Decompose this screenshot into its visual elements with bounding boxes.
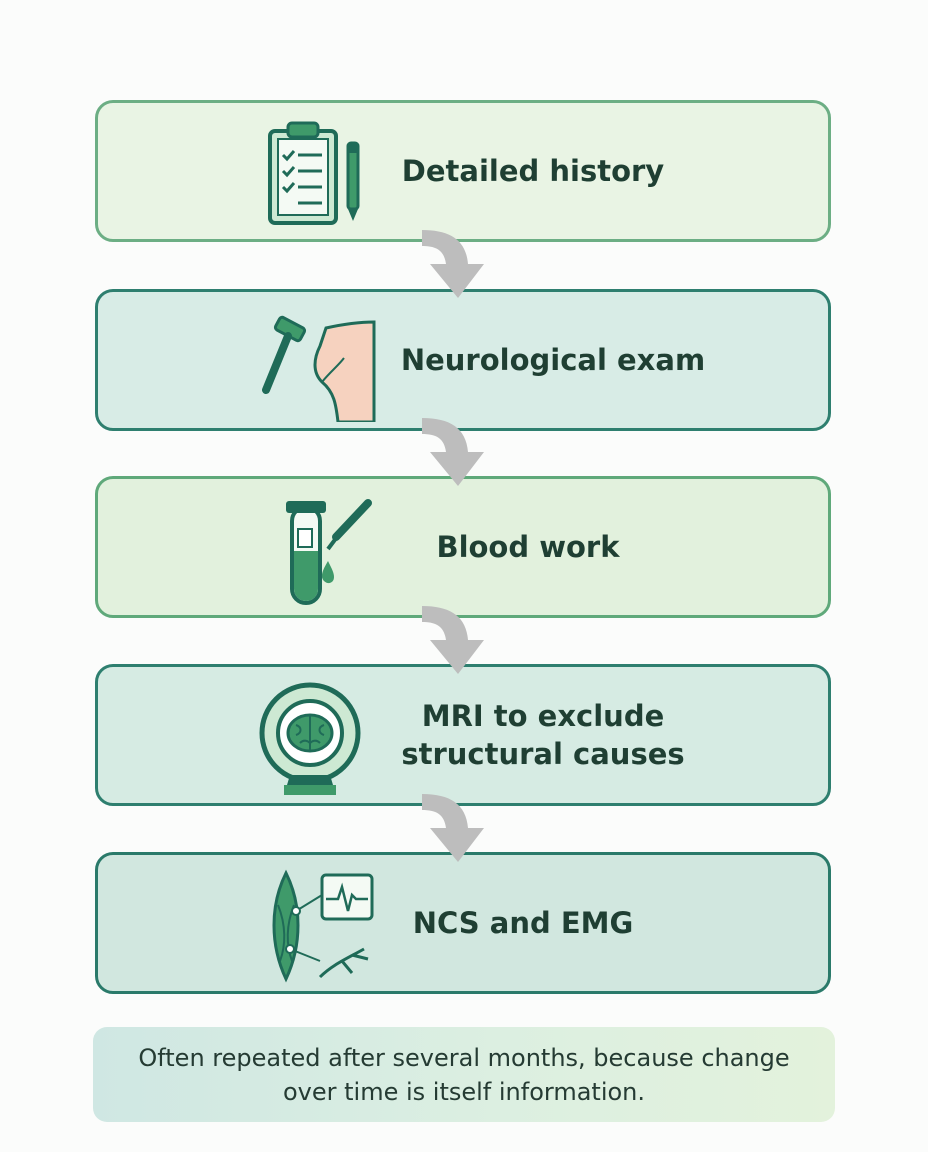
footnote-banner: Often repeated after several months, bec… bbox=[93, 1027, 835, 1122]
curved-arrow-down-icon bbox=[422, 418, 484, 486]
curved-arrow-down-icon bbox=[422, 230, 484, 298]
step-detailed-history: Detailed history bbox=[95, 100, 831, 242]
step-label: NCS and EMG bbox=[412, 906, 634, 940]
step-label: Neurological exam bbox=[400, 343, 706, 377]
clipboard-checklist-icon bbox=[268, 121, 360, 225]
step-label: MRI to exclude structural causes bbox=[401, 699, 685, 771]
curved-arrow-down-icon bbox=[422, 606, 484, 674]
curved-arrow-down-icon bbox=[422, 794, 484, 862]
step-blood-work: Blood work bbox=[95, 476, 831, 618]
reflex-hammer-knee-icon bbox=[262, 315, 376, 422]
step-label: Blood work bbox=[436, 530, 620, 564]
step-label: Detailed history bbox=[401, 154, 665, 188]
test-tube-dropper-icon bbox=[286, 499, 372, 605]
mri-scanner-brain-icon bbox=[259, 682, 361, 795]
step-ncs-emg: NCS and EMG bbox=[95, 852, 831, 994]
step-neurological-exam: Neurological exam bbox=[95, 289, 831, 431]
step-mri: MRI to exclude structural causes bbox=[95, 664, 831, 806]
muscle-nerve-emg-icon bbox=[272, 869, 374, 983]
